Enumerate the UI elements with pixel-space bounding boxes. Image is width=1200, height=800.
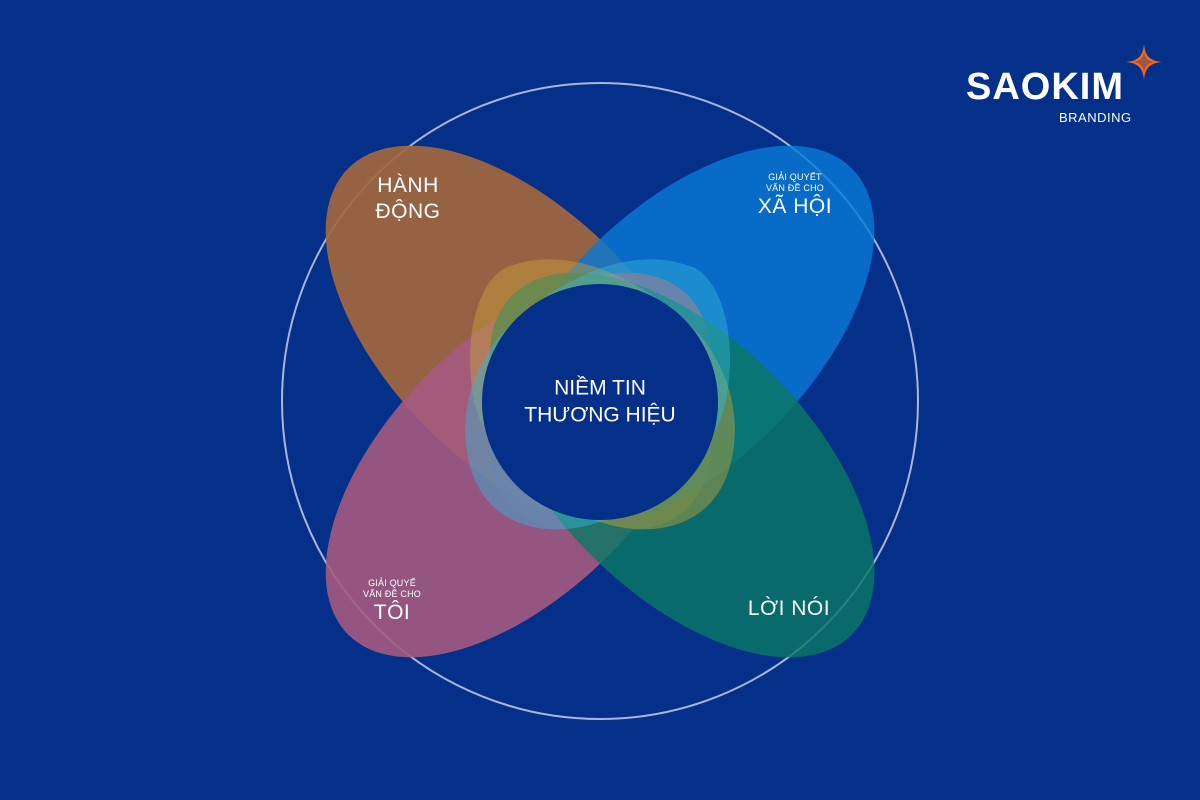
label-xa-hoi-big: XÃ HỘI bbox=[757, 194, 833, 218]
logo-subtitle: BRANDING bbox=[1059, 110, 1132, 125]
label-hanh-dong-line1: HÀNH bbox=[377, 173, 439, 197]
logo-name: SAOKIM bbox=[966, 66, 1124, 108]
label-toi-small2: VẤN ĐỀ CHO bbox=[362, 588, 422, 599]
label-loi-noi: LỜI NÓI bbox=[748, 596, 830, 622]
label-loi-noi-big: LỜI NÓI bbox=[747, 596, 831, 620]
center-core bbox=[482, 284, 718, 520]
label-toi: GIẢI QUYẾ VẤN ĐỀ CHO TÔI bbox=[363, 578, 421, 626]
outer-ring bbox=[281, 82, 919, 720]
label-xa-hoi-small2: VẤN ĐỀ CHO bbox=[765, 182, 824, 193]
label-xa-hoi-small1: GIẢI QUYẾT bbox=[768, 172, 822, 183]
label-xa-hoi: GIẢI QUYẾT VẤN ĐỀ CHO XÃ HỘI bbox=[758, 172, 832, 220]
label-hanh-dong-line2: ĐỘNG bbox=[375, 200, 441, 223]
label-toi-small1: GIẢI QUYẾ bbox=[368, 578, 416, 589]
label-center-line2: THƯƠNG HIỆU bbox=[524, 404, 676, 427]
label-center-line1: NIỀM TIN bbox=[554, 376, 646, 400]
label-center: NIỀM TIN THƯƠNG HIỆU bbox=[524, 375, 675, 430]
star-sparkle-icon bbox=[1126, 44, 1162, 80]
saokim-logo: SAOKIM BRANDING bbox=[966, 44, 1176, 134]
label-hanh-dong: HÀNH ĐỘNG bbox=[376, 173, 441, 226]
label-toi-big: TÔI bbox=[373, 600, 411, 624]
